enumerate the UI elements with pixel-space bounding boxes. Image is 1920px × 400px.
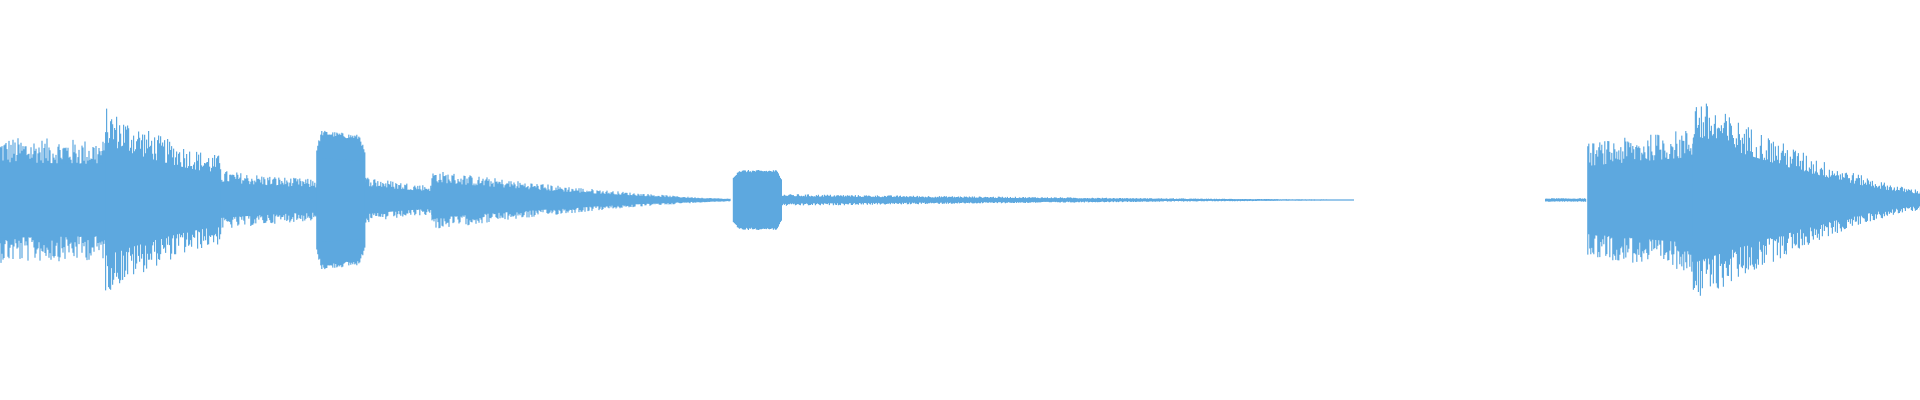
segment-1-core xyxy=(0,162,106,238)
waveform-segment-6 xyxy=(431,172,731,229)
segment-4-core xyxy=(316,157,365,243)
waveform-segment-1 xyxy=(0,138,107,263)
waveform-segment-8 xyxy=(780,194,1354,206)
waveform-segment-3 xyxy=(220,171,318,228)
segment-5-core xyxy=(364,185,432,215)
segment-11-core xyxy=(1693,137,1920,263)
segment-3-core xyxy=(220,182,317,218)
segment-2-core xyxy=(105,144,221,256)
waveform-segment-4 xyxy=(316,130,366,270)
waveform-segment-2 xyxy=(105,108,222,291)
segment-10-core xyxy=(1587,156,1694,244)
waveform-segment-10 xyxy=(1587,131,1695,272)
segment-7-core xyxy=(733,182,782,218)
waveform-segment-11 xyxy=(1692,103,1920,296)
waveform-segment-7 xyxy=(732,170,782,230)
segment-6-core xyxy=(432,182,730,218)
waveform-bars xyxy=(0,103,1920,296)
waveform-segment-9 xyxy=(1545,198,1587,202)
segment-8-core xyxy=(781,196,1354,204)
segment-9-core xyxy=(1545,198,1586,202)
waveform-segment-5 xyxy=(364,177,433,224)
